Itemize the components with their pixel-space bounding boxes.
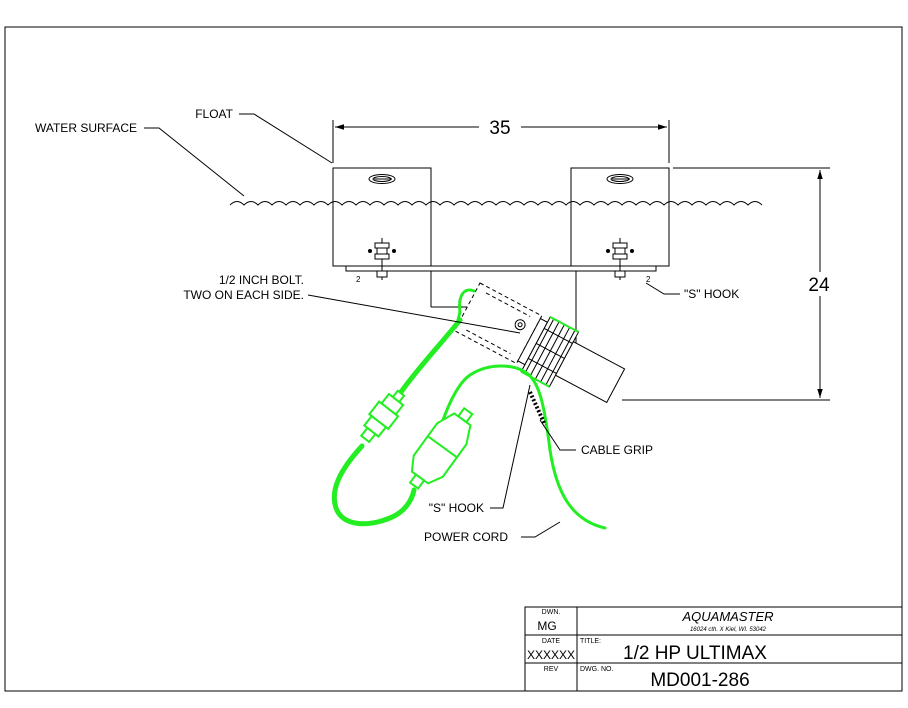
company-name: AQUAMASTER	[681, 609, 773, 624]
title-block	[524, 606, 903, 692]
callout-bolt-line1: 1/2 INCH BOLT.	[219, 273, 304, 287]
drawn-value: MG	[537, 619, 556, 633]
hook-symbol-right: 2	[646, 275, 651, 284]
power-cord	[331, 288, 607, 530]
mounting-bar	[345, 265, 657, 272]
plug-connector-lower	[408, 406, 474, 490]
drawn-label: DWN.	[542, 609, 561, 616]
callout-s-hook-right: "S" HOOK	[684, 287, 739, 301]
title-value: 1/2 HP ULTIMAX	[623, 643, 767, 664]
dimension-width-value: 35	[489, 118, 510, 139]
callout-s-hook-bottom: "S" HOOK	[429, 501, 484, 515]
dwg-value: MD001-286	[650, 670, 749, 691]
company-address: 16024 cth. X Kiel, WI. 53042	[690, 627, 767, 633]
water-surface-line	[229, 201, 763, 206]
dimension-height	[622, 167, 830, 401]
title-label: TITLE:	[580, 638, 601, 645]
leader-lines	[144, 113, 680, 538]
callout-float: FLOAT	[195, 107, 233, 121]
plug-connector-upper	[359, 389, 406, 444]
bolt-left	[368, 238, 396, 280]
dwg-label: DWG. NO.	[580, 666, 613, 673]
callout-water-surface: WATER SURFACE	[35, 121, 137, 135]
date-value: XXXXXX	[527, 648, 575, 662]
rev-label: REV	[544, 666, 559, 673]
callout-bolt-line2: TWO ON EACH SIDE.	[183, 288, 304, 302]
dimension-height-value: 24	[808, 275, 830, 296]
sheet-border	[4, 26, 903, 692]
callout-cable-grip: CABLE GRIP	[581, 443, 653, 457]
callout-power-cord: POWER CORD	[424, 530, 508, 544]
date-label: DATE	[542, 638, 560, 645]
hook-symbol-left: 2	[356, 275, 361, 284]
bolt-right	[606, 238, 634, 280]
dimension-width	[332, 120, 670, 163]
aerator-motor	[453, 282, 626, 404]
